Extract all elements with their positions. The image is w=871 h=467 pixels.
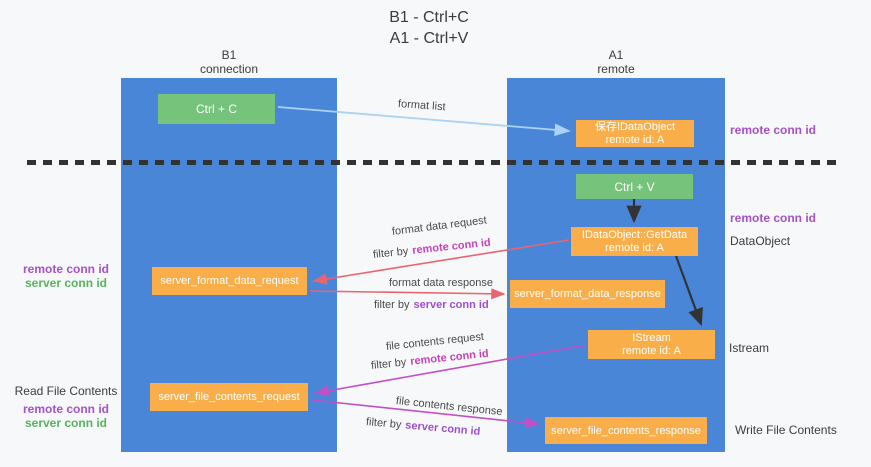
left-column-role: connection (199, 62, 259, 76)
node-server-file-contents-response: server_file_contents_response (545, 417, 707, 444)
node-idataobject-getdata-line1: IDataObject::GetData (581, 228, 688, 241)
title-line-2: A1 - Ctrl+V (389, 30, 469, 47)
node-server-format-data-request-label: server_format_data_request (160, 275, 299, 287)
annotation-remote-conn-id-mid-right: remote conn id (730, 211, 817, 225)
filter-by-text: filter by (370, 356, 407, 372)
filter-by-text: filter by (372, 245, 409, 261)
node-istream-line1: IStream (632, 331, 671, 344)
left-column-name: B1 (221, 48, 237, 62)
node-ctrl-c-label: Ctrl + C (195, 102, 237, 116)
label-file-contents-response: file contents response (395, 395, 504, 419)
remote-conn-id-emphasis: remote conn id (411, 236, 492, 257)
node-server-format-data-response: server_format_data_response (510, 280, 665, 308)
node-server-format-data-response-label: server_format_data_response (514, 288, 661, 300)
server-conn-id-emphasis: server conn id (413, 299, 489, 311)
annotation-server-conn-id-left-top: server conn id (24, 276, 108, 290)
node-ctrl-v: Ctrl + V (576, 174, 693, 199)
node-ctrl-c: Ctrl + C (158, 94, 275, 124)
annotation-conn-ids-left-top: remote conn id server conn id (18, 262, 114, 290)
arrow-format-data-response (309, 288, 506, 300)
annotation-remote-conn-id-left-top: remote conn id (22, 262, 109, 276)
node-save-dataobject: 保存IDataObject remote id: A (576, 120, 694, 147)
node-save-dataobject-line2: remote id: A (605, 133, 665, 146)
label-format-data-response: format data response (389, 277, 493, 289)
right-column-header: A1 remote (507, 48, 725, 76)
node-server-format-data-request: server_format_data_request (152, 267, 307, 295)
right-column-name: A1 (608, 48, 624, 62)
annotation-dataobject: DataObject (730, 234, 791, 248)
label-format-list: format list (397, 98, 446, 114)
node-server-file-contents-response-label: server_file_contents_response (551, 424, 701, 437)
node-ctrl-v-label: Ctrl + V (614, 179, 655, 194)
node-server-file-contents-request-label: server_file_contents_request (158, 391, 300, 403)
filter-by-text: filter by (365, 416, 402, 432)
node-idataobject-getdata-line2: remote id: A (605, 241, 664, 254)
annotation-istream: Istream (729, 341, 770, 355)
server-conn-id-emphasis: server conn id (404, 419, 481, 438)
annotation-read-file-contents-group: Read File Contents remote conn id server… (14, 384, 118, 430)
annotation-write-file-contents: Write File Contents (735, 423, 837, 437)
right-column-role: remote (597, 62, 635, 76)
annotation-server-conn-id-left-bottom: server conn id (24, 416, 108, 430)
annotation-remote-conn-id-left-bottom: remote conn id (22, 402, 109, 416)
filter-by-text: filter by (374, 299, 410, 311)
diagram-title: B1 - Ctrl+C A1 - Ctrl+V (329, 7, 529, 49)
title-line-1: B1 - Ctrl+C (389, 9, 469, 26)
dashed-divider-line (27, 160, 838, 165)
remote-conn-id-emphasis: remote conn id (409, 347, 490, 368)
left-column-header: B1 connection (121, 48, 337, 76)
label-format-data-request: format data request (391, 214, 488, 238)
annotation-read-file-contents: Read File Contents (14, 384, 118, 398)
node-save-dataobject-line1: 保存IDataObject (594, 120, 676, 133)
node-server-file-contents-request: server_file_contents_request (150, 383, 308, 411)
annotation-remote-conn-id-top-right: remote conn id (730, 123, 817, 137)
node-istream-line2: remote id: A (622, 344, 681, 357)
node-idataobject-getdata: IDataObject::GetData remote id: A (571, 227, 698, 256)
node-istream: IStream remote id: A (588, 330, 715, 359)
